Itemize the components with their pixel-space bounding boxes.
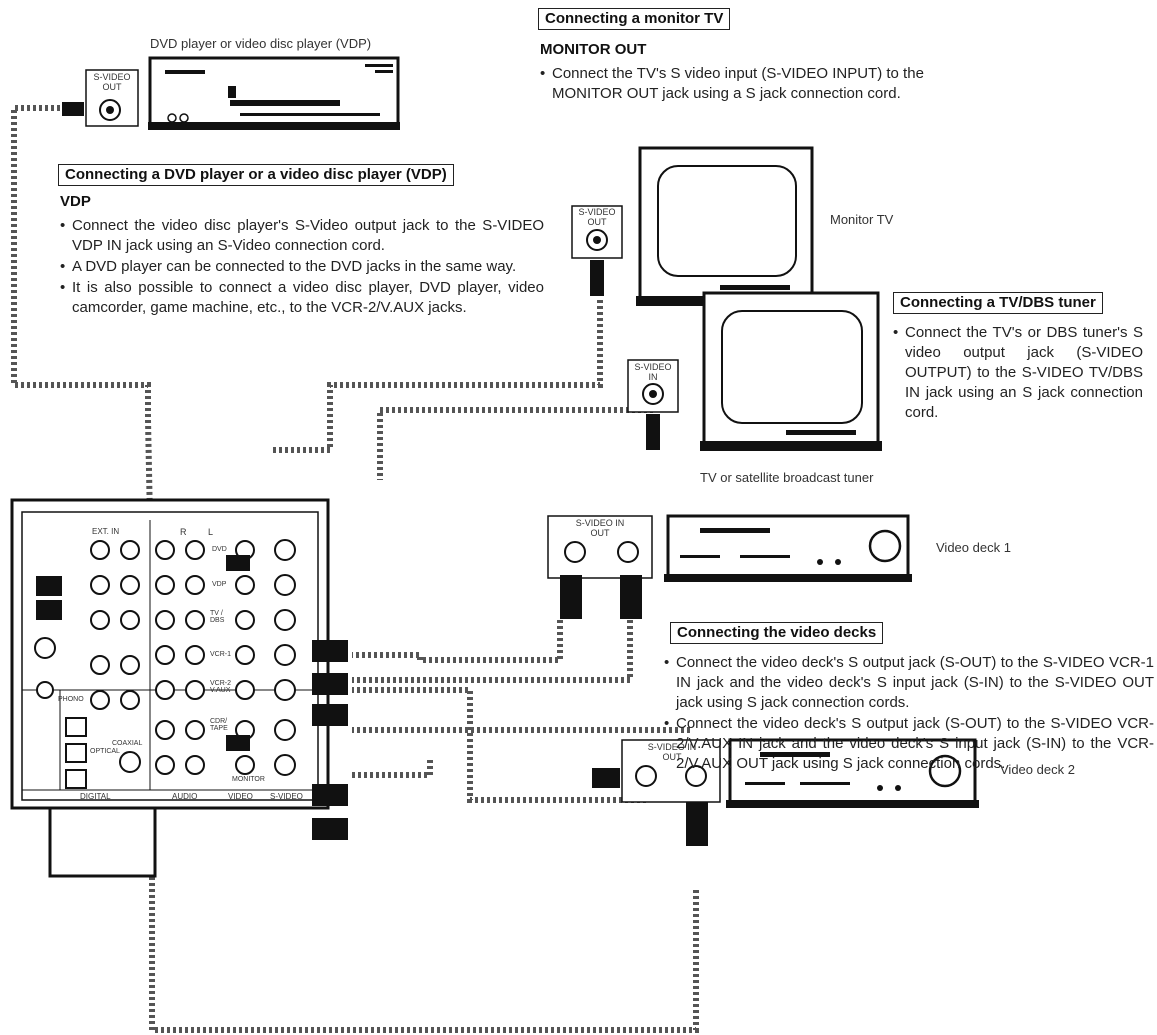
vdp-bullet-2: A DVD player can be connected to the DVD… [60,257,544,277]
receiver-vcr2-label: VCR-2 V.AUX [210,680,232,694]
cable-vcr2-out [352,727,690,778]
video-deck-1-jacks [547,515,653,619]
receiver-l-label: L [208,527,214,537]
receiver-dvd-label: DVD [212,546,227,553]
decks-section-heading: Connecting the video decks [670,622,884,644]
monitor-tv-icon [636,146,816,306]
decks-section-bullets: Connect the video deck's S output jack (… [664,653,1154,775]
tuner-section-heading: Connecting a TV/DBS tuner [893,292,1103,314]
receiver-ext-in-label: EXT. IN [92,527,120,536]
video-deck-1-label: Video deck 1 [936,540,1011,555]
receiver-s-video-label: S-VIDEO [270,792,303,801]
deck1-jack-label: S-VIDEO IN OUT [575,518,625,538]
receiver-cdr-tape-label: CDR/ TAPE [210,718,228,732]
decks-bullet-1: Connect the video deck's S output jack (… [664,653,1154,713]
receiver-coaxial-label: COAXIAL [112,740,143,747]
receiver-phono-label: PHONO [58,696,84,703]
monitor-jack-label: S-VIDEO OUT [578,207,616,227]
vdp-section-bullets: Connect the video disc player's S-Video … [60,216,544,319]
receiver-tv-dbs-label: TV / DBS [210,610,225,624]
dvd-jack-label: S-VIDEO OUT [93,72,131,92]
monitor-section-heading: Connecting a monitor TV [538,8,731,30]
receiver-rca-jacks [90,539,296,776]
dvd-svideo-out-jack [62,69,139,127]
cable-dvd-to-vdp [11,105,151,420]
decks-bullet-2: Connect the video deck's S output jack (… [664,714,1154,774]
dvd-player-label: DVD player or video disc player (VDP) [150,36,372,51]
tuner-jack-label: S-VIDEO IN [634,362,672,382]
tuner-section-bullets: Connect the TV's or DBS tuner's S video … [893,323,1143,424]
tuner-bullet: Connect the TV's or DBS tuner's S video … [893,323,1143,423]
tuner-svideo-in-jack [627,359,679,450]
receiver-optical-label: OPTICAL [90,748,120,755]
monitor-bullet: Connect the TV's S video input (S-VIDEO … [540,64,950,104]
cable-tuner-out [377,405,657,480]
cable-monitor-out [270,300,603,453]
cable-dvd-inner [145,419,153,521]
dvd-player-icon [148,56,400,130]
video-deck-1-icon [664,514,912,582]
cable-vcr2-bottom [149,740,699,1033]
cable-vcr1-out [352,620,633,683]
vdp-section-heading: Connecting a DVD player or a video disc … [58,164,454,186]
receiver-audio-label: AUDIO [172,792,198,801]
receiver-vdp-label: VDP [212,581,227,588]
cable-vcr1-in [352,620,563,663]
tuner-label: TV or satellite broadcast tuner [700,470,874,485]
monitor-tv-label: Monitor TV [830,212,894,227]
cable-vcr2-in [352,687,646,803]
vdp-bullet-3: It is also possible to connect a video d… [60,278,544,318]
vdp-section-subheading: VDP [60,193,91,210]
receiver-digital-label: DIGITAL [80,792,111,801]
receiver-vcr1-label: VCR-1 [210,651,232,658]
receiver-video-label: VIDEO [228,792,253,801]
monitor-section-bullets: Connect the TV's S video input (S-VIDEO … [540,64,950,105]
receiver-monitor-label: MONITOR [232,776,265,783]
monitor-svideo-out-jack [571,205,623,296]
receiver-plugs [226,555,348,840]
vdp-bullet-1: Connect the video disc player's S-Video … [60,216,544,256]
monitor-section-subheading: MONITOR OUT [540,41,647,58]
receiver-r-label: R [180,527,187,537]
tuner-icon [700,291,882,451]
